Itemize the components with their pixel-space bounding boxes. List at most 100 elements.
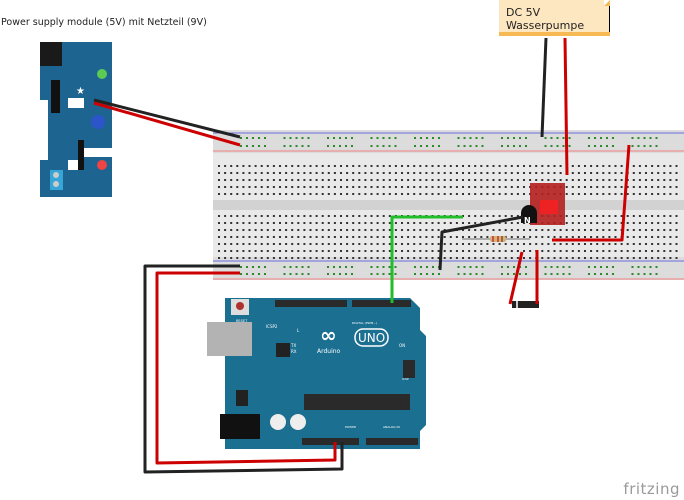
breadboard-hole [523, 229, 525, 231]
breadboard-hole [510, 172, 513, 174]
breadboard-hole [218, 186, 220, 188]
breadboard-hole [462, 186, 464, 188]
breadboard-hole [242, 172, 245, 174]
breadboard-hole [315, 179, 318, 181]
breadboard-hole [455, 165, 458, 167]
breadboard-hole [426, 145, 428, 147]
resistor[interactable] [462, 236, 530, 242]
breadboard-hole [455, 250, 458, 252]
breadboard-hole [577, 186, 580, 188]
breadboard-hole [474, 250, 477, 252]
breadboard-hole [321, 165, 324, 167]
breadboard-hole [663, 193, 666, 195]
breadboard-hole [468, 179, 471, 181]
breadboard-hole [382, 273, 385, 275]
wire-5v-red[interactable] [155, 271, 337, 465]
breadboard-hole [513, 137, 515, 139]
breadboard-hole [425, 257, 428, 259]
breadboard-hole [669, 250, 672, 252]
breadboard-hole [401, 193, 403, 195]
pump-note-text[interactable]: DC 5V Wasserpumpe [506, 6, 610, 32]
breadboard-hole [449, 179, 452, 181]
breadboard-hole [376, 193, 379, 195]
wire-pm-black[interactable] [93, 98, 241, 139]
breadboard-hole [285, 222, 288, 224]
breadboard-hole [236, 243, 239, 245]
reset-button[interactable] [236, 302, 244, 310]
breadboard-hole [230, 186, 233, 188]
breadboard-hole [394, 243, 397, 245]
breadboard-hole [333, 250, 336, 252]
breadboard-hole [303, 172, 306, 174]
breadboard-hole [352, 250, 355, 252]
breadboard-hole [675, 165, 678, 167]
breadboard-hole [260, 222, 263, 224]
breadboard-hole [285, 179, 288, 181]
breadboard-hole [358, 179, 361, 181]
breadboard-hole [419, 250, 422, 252]
breadboard-hole [401, 257, 403, 259]
breadboard-hole [516, 229, 519, 231]
breadboard-hole [345, 273, 347, 275]
diode[interactable] [512, 301, 539, 308]
breadboard-hole [218, 236, 220, 238]
pump-note[interactable]: DC 5V Wasserpumpe [499, 0, 610, 36]
breadboard-hole [596, 179, 599, 181]
breadboard-hole [443, 165, 446, 167]
wire-gnd-black[interactable] [143, 264, 344, 474]
breadboard-hole [606, 273, 608, 275]
breadboard-hole [492, 179, 495, 181]
breadboard-hole [481, 273, 484, 275]
wire-pump-black[interactable] [540, 37, 548, 138]
breadboard-hole [550, 137, 553, 139]
breadboard-hole [291, 193, 294, 195]
breadboard-hole [480, 179, 483, 181]
breadboard-hole [486, 179, 489, 181]
breadboard-hole [327, 186, 330, 188]
breadboard-hole [388, 257, 391, 259]
arduino-uno[interactable]: ∞ UNO Arduino RESET ICSP2 L TX RX ON DIG… [207, 298, 426, 449]
breadboard-hole [236, 229, 239, 231]
breadboard[interactable] [213, 130, 684, 280]
breadboard-hole [315, 236, 318, 238]
breadboard-hole [507, 273, 509, 275]
breadboard-hole [462, 229, 464, 231]
power-supply-module[interactable]: ★ [40, 42, 112, 197]
breadboard-hole [643, 266, 646, 268]
wire-pump-red[interactable] [563, 37, 569, 176]
breadboard-hole [388, 137, 391, 139]
breadboard-hole [632, 215, 635, 217]
breadboard-hole [525, 266, 527, 268]
breadboard-hole [279, 193, 281, 195]
breadboard-hole [340, 172, 342, 174]
breadboard-hole [242, 186, 245, 188]
breadboard-hole [303, 179, 306, 181]
breadboard-hole [588, 266, 590, 268]
breadboard-hole [645, 243, 647, 245]
wire-relay-rail-red[interactable] [552, 144, 631, 242]
wire-pm-red[interactable] [93, 101, 241, 147]
breadboard-hole [480, 165, 483, 167]
breadboard-hole [443, 222, 446, 224]
breadboard-hole [236, 250, 239, 252]
breadboard-hole [283, 266, 286, 268]
breadboard-hole [425, 250, 428, 252]
npn-transistor[interactable]: N [521, 205, 537, 225]
breadboard-hole [364, 193, 367, 195]
wire-transistor-black[interactable] [438, 215, 524, 271]
breadboard-hole [541, 250, 544, 252]
breadboard-hole [463, 137, 466, 139]
breadboard-hole [596, 250, 599, 252]
breadboard-hole [401, 243, 403, 245]
breadboard-hole [606, 266, 608, 268]
breadboard-hole [358, 222, 361, 224]
breadboard-hole [596, 172, 599, 174]
breadboard-hole [547, 172, 550, 174]
wire-signal-green[interactable] [390, 215, 463, 303]
wire-diode-red-1[interactable] [508, 251, 524, 305]
breadboard-hole [340, 236, 342, 238]
breadboard-hole [565, 229, 568, 231]
breadboard-hole [230, 243, 233, 245]
breadboard-hole [315, 243, 318, 245]
breadboard-hole [236, 222, 239, 224]
